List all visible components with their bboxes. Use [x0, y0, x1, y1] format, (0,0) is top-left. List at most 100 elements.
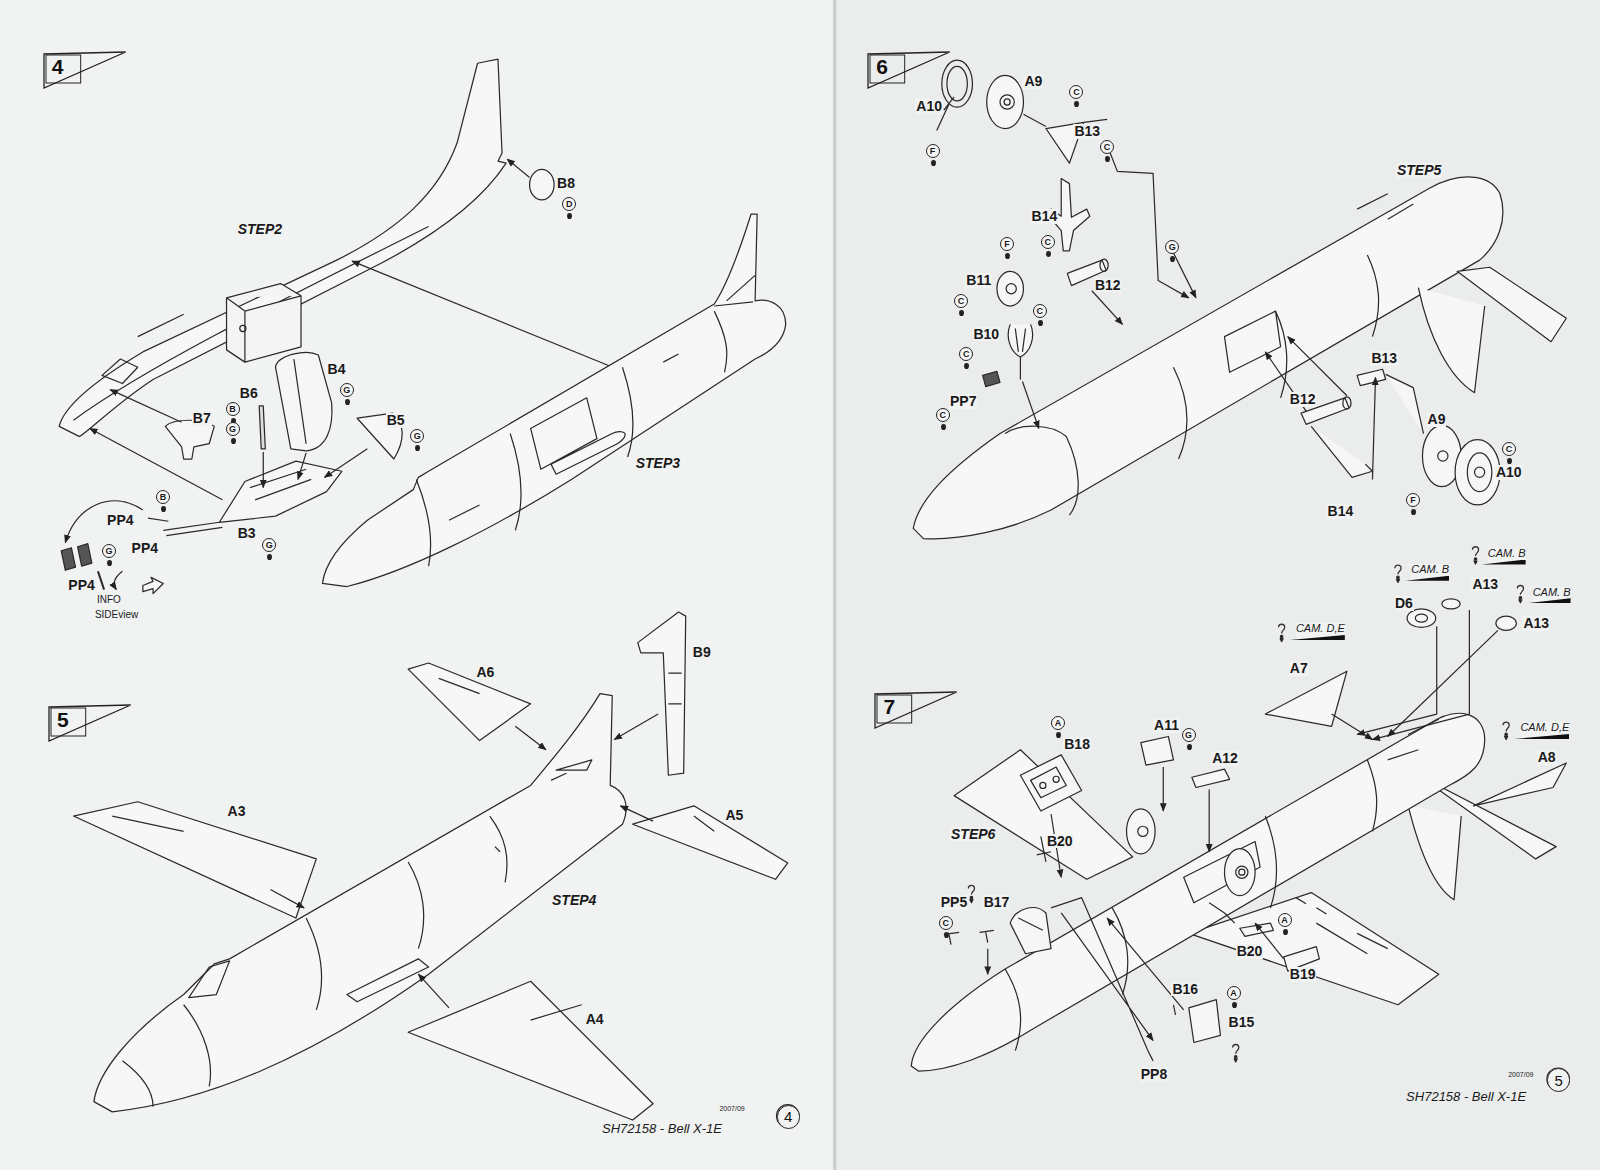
step-4-drawing-part	[324, 449, 367, 478]
step-7-drawing-part	[1296, 898, 1327, 914]
part-number: PP8	[1140, 1067, 1168, 1082]
part-number: A8	[1537, 750, 1557, 765]
step-7-drawing-part	[1209, 790, 1210, 852]
step-number: 4	[43, 51, 127, 77]
camouflage-note: CAM. B	[1533, 587, 1571, 604]
step-7-drawing-part	[1442, 599, 1460, 609]
step-7-drawing-part	[1053, 776, 1059, 782]
paint-code: F	[926, 144, 940, 158]
part-number: B9	[692, 645, 712, 660]
step-5-drawing-part	[270, 889, 304, 907]
step-6-drawing-part	[1004, 99, 1010, 105]
flag-shape	[868, 52, 950, 88]
step-7-drawing-part	[1148, 1005, 1176, 1061]
step-6-drawing-part	[913, 177, 1503, 539]
step-4-drawing-part	[61, 544, 92, 571]
part-number: B17	[983, 895, 1011, 910]
info-note: SIDEview	[95, 610, 138, 621]
page-number: 5	[1547, 1068, 1570, 1091]
step-6-drawing-part	[1474, 467, 1484, 477]
step-6-drawing-part	[997, 271, 1024, 306]
part-number: A3	[227, 804, 247, 819]
part-number: A9	[1427, 412, 1447, 427]
step-5-drawing-part	[638, 612, 686, 775]
step-7-drawing-part	[1503, 722, 1509, 739]
step-6-drawing-part	[987, 75, 1024, 128]
part-number: PP5	[940, 895, 968, 910]
step-4-drawing-part	[219, 461, 341, 522]
step-7-drawing	[911, 547, 1569, 1091]
step-reference: STEP4	[551, 893, 597, 908]
step-6-drawing-part	[1418, 288, 1484, 393]
step-7-drawing-part	[1388, 630, 1498, 736]
step-7-drawing-part	[1224, 849, 1255, 896]
step-flag: 5	[48, 704, 132, 742]
info-note: INFO	[97, 595, 121, 606]
step-6-drawing-part	[1438, 451, 1448, 461]
paint-code: C	[936, 408, 950, 422]
part-number: B10	[972, 327, 1000, 342]
step-4-drawing-part	[65, 501, 143, 543]
camouflage-note: CAM. B	[1488, 548, 1526, 565]
paint-code: B	[226, 402, 240, 416]
paint-code: F	[1406, 493, 1420, 507]
part-number: B19	[1289, 967, 1317, 982]
paint-code: G	[410, 429, 424, 443]
camouflage-note: CAM. D,E	[1296, 623, 1345, 640]
step-7-drawing-part	[1332, 714, 1373, 740]
step-7-drawing-part	[1209, 903, 1235, 923]
flag-shape	[875, 692, 957, 728]
paint-code: C	[954, 294, 968, 308]
step-4-drawing-part	[530, 169, 554, 200]
part-number: B12	[1289, 392, 1317, 407]
step-7-drawing-part	[1236, 866, 1248, 878]
step-4-drawing-part	[263, 452, 264, 488]
part-number: B11	[965, 273, 992, 288]
step-6-drawing-part	[1008, 324, 1032, 379]
step-6-drawing-part	[1023, 114, 1045, 126]
part-number: B14	[1327, 504, 1355, 519]
part-number: B8	[556, 176, 576, 191]
paint-code: G	[102, 544, 116, 558]
step-6-drawing-part	[1100, 259, 1108, 271]
paint-code: G	[1165, 240, 1179, 254]
step-4-drawing-part	[240, 325, 246, 331]
kit-title: SH72158 - Bell X-1E	[1406, 1090, 1526, 1104]
left-page	[0, 0, 835, 1170]
step-7-drawing-part	[1192, 769, 1230, 787]
part-number: B7	[192, 411, 212, 426]
step-6-drawing-part	[1343, 397, 1351, 409]
step-5-drawing	[73, 612, 799, 1127]
part-number: A7	[1289, 661, 1309, 676]
paint-code: C	[1041, 235, 1055, 249]
part-number: PP4	[106, 513, 134, 528]
step-7-drawing-part	[1473, 763, 1566, 806]
paint-code: C	[1069, 85, 1083, 99]
step-5-drawing-part	[418, 974, 449, 1008]
step-6-drawing-part	[1467, 453, 1491, 492]
step-4-drawing-part	[114, 571, 122, 589]
step-flag: 4	[43, 51, 127, 89]
step-7-drawing-part	[968, 885, 974, 902]
step-7-drawing-part	[954, 750, 1133, 880]
right-page	[835, 0, 1600, 1170]
step-4-drawing-part	[143, 577, 163, 593]
step-7-drawing-part	[1010, 908, 1051, 954]
part-number: A10	[915, 99, 943, 114]
step-6-drawing-part	[1173, 253, 1195, 298]
step-7-drawing-part	[944, 930, 994, 944]
step-7-drawing-part	[1233, 1045, 1239, 1062]
part-number: B15	[1228, 1015, 1256, 1030]
part-number: A10	[1495, 465, 1523, 480]
step-6-drawing-part	[1455, 440, 1500, 505]
step-number: 5	[48, 704, 132, 730]
step-7-drawing-part	[1051, 898, 1153, 1051]
step-reference: STEP6	[950, 827, 996, 842]
part-number: A6	[476, 665, 496, 680]
step-5-drawing-part	[408, 663, 530, 741]
part-number: A5	[724, 808, 744, 823]
step-flag: 6	[867, 51, 951, 89]
step-4-drawing-part	[165, 420, 214, 459]
part-number: B20	[1236, 944, 1264, 959]
paint-code: G	[1182, 728, 1196, 742]
